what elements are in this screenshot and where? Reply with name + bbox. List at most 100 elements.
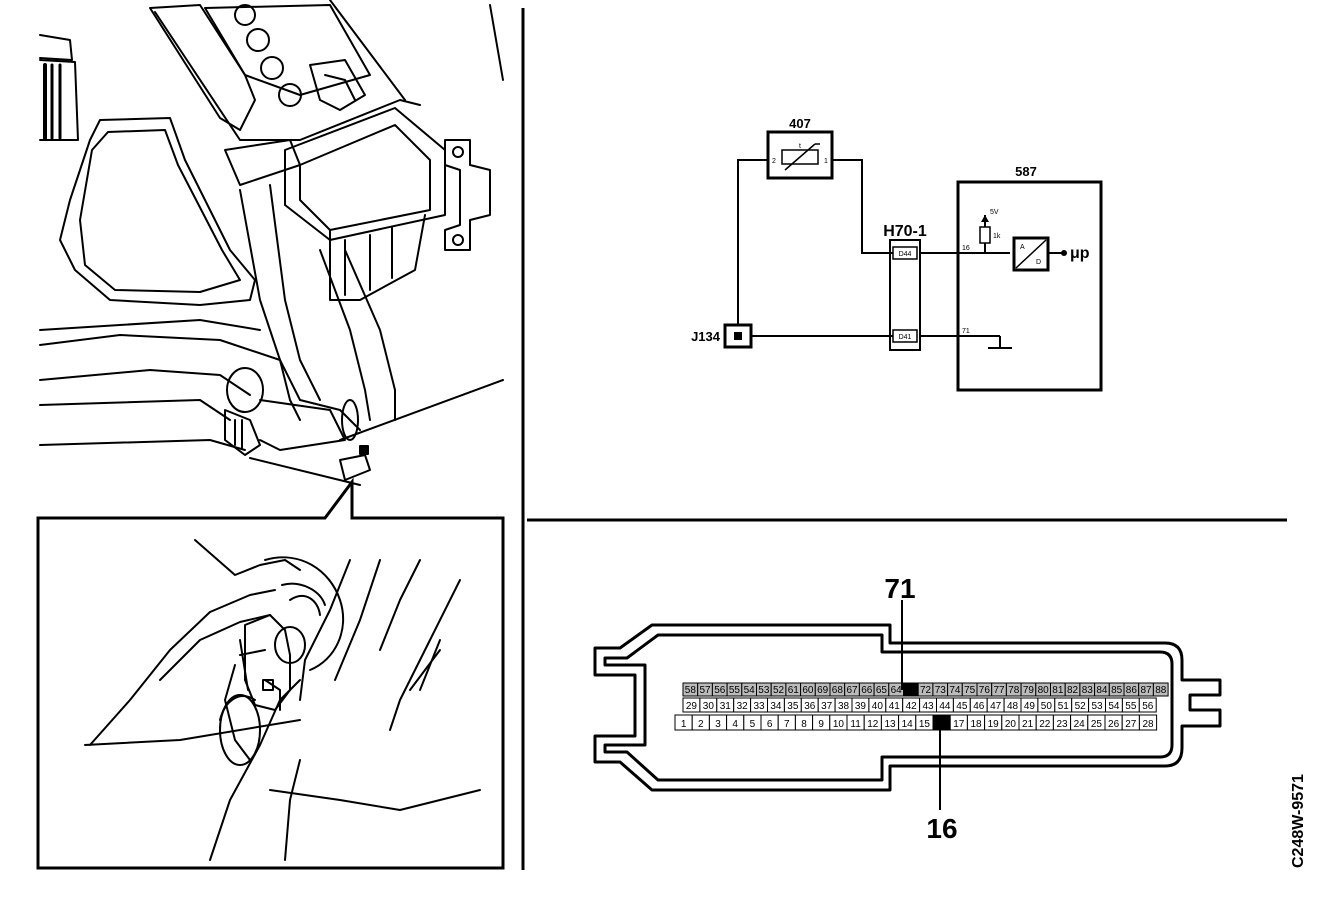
connector-pin-label-top-78: 78 — [1008, 685, 1020, 696]
ecu-pin-16: 16 — [962, 245, 970, 252]
connector-pin-label-top-81: 81 — [1052, 685, 1064, 696]
connector-pin-label-top-80: 80 — [1038, 685, 1050, 696]
connector-pin-label-bottom-13: 13 — [884, 719, 896, 730]
connector-pin-label-top-57: 57 — [699, 685, 711, 696]
detail-inset-sketch — [84, 539, 481, 861]
connector-pin-label-bottom-28: 28 — [1142, 719, 1154, 730]
connector-pin-label-middle-32: 32 — [737, 701, 749, 712]
ground-point-j134: J134 — [691, 323, 753, 349]
connector-pin-label-bottom-5: 5 — [750, 719, 756, 730]
connector-pin-label-middle-54: 54 — [1108, 701, 1120, 712]
connector-pin-label-top-72: 72 — [920, 685, 932, 696]
connector-pin-label-bottom-2: 2 — [698, 719, 704, 730]
connector-pin-label-top-71: 71 — [905, 685, 917, 696]
connector-pin-label-top-87: 87 — [1140, 685, 1152, 696]
connector-pin-label-middle-50: 50 — [1041, 701, 1053, 712]
ecu-587-label: 587 — [1015, 164, 1037, 179]
connector-h70-label: H70-1 — [883, 223, 927, 240]
connector-pin-label-top-83: 83 — [1082, 685, 1094, 696]
connector-pin-label-top-76: 76 — [979, 685, 991, 696]
microprocessor-label: μp — [1070, 245, 1090, 262]
connector-pin-label-top-73: 73 — [935, 685, 947, 696]
connector-pin-label-middle-37: 37 — [821, 701, 833, 712]
connector-pin-label-bottom-21: 21 — [1022, 719, 1034, 730]
connector-pin-label-bottom-12: 12 — [867, 719, 879, 730]
connector-pin-label-middle-45: 45 — [956, 701, 968, 712]
connector-pin-label-top-67: 67 — [846, 685, 858, 696]
connector-pin-label-bottom-20: 20 — [1005, 719, 1017, 730]
sensor-407: 407 2 1 t — [766, 116, 834, 180]
connector-pin-label-bottom-9: 9 — [818, 719, 824, 730]
h70-pin-lower: D41 — [899, 334, 912, 341]
connector-pin-label-top-75: 75 — [964, 685, 976, 696]
connector-pin-label-top-88: 88 — [1155, 685, 1167, 696]
connector-pin-label-middle-38: 38 — [838, 701, 850, 712]
connector-housing — [593, 623, 1222, 792]
connector-pin-middle-56 — [1138, 697, 1157, 713]
connector-pin-label-middle-51: 51 — [1058, 701, 1070, 712]
connector-pin-label-bottom-8: 8 — [801, 719, 807, 730]
connector-pin-label-top-65: 65 — [876, 685, 888, 696]
callout-16: 16 — [926, 813, 957, 844]
figure-code: C248W-9571 — [1290, 774, 1307, 868]
connector-pin-label-bottom-10: 10 — [833, 719, 845, 730]
connector-pin-label-bottom-23: 23 — [1056, 719, 1068, 730]
connector-pin-bottom-28 — [1138, 714, 1158, 731]
sensor-pin-2: 2 — [772, 158, 776, 165]
connector-pin-label-bottom-15: 15 — [919, 719, 931, 730]
connector-pin-label-top-66: 66 — [861, 685, 873, 696]
pullup-resistor-label: 1k — [993, 233, 1001, 240]
connector-pin-label-middle-48: 48 — [1007, 701, 1019, 712]
ecu-587: 587 5V 1k 16 71 A D μp — [956, 164, 1103, 392]
connector-pin-label-top-84: 84 — [1096, 685, 1108, 696]
connector-pin-label-top-68: 68 — [832, 685, 844, 696]
connector-pin-label-middle-42: 42 — [906, 701, 918, 712]
adc-label-a: A — [1020, 244, 1025, 251]
connector-pin-label-middle-31: 31 — [720, 701, 732, 712]
connector-pin-label-bottom-25: 25 — [1091, 719, 1103, 730]
connector-pin-label-middle-35: 35 — [787, 701, 799, 712]
connector-pin-label-bottom-26: 26 — [1108, 719, 1120, 730]
connector-pin-label-middle-29: 29 — [686, 701, 698, 712]
connector-pin-label-top-64: 64 — [891, 685, 903, 696]
connector-pin-label-bottom-7: 7 — [784, 719, 790, 730]
connector-pin-label-bottom-27: 27 — [1125, 719, 1137, 730]
connector-pin-label-top-60: 60 — [802, 685, 814, 696]
connector-pin-label-middle-41: 41 — [889, 701, 901, 712]
connector-pin-label-top-54: 54 — [744, 685, 756, 696]
detail-inset — [36, 477, 505, 870]
connector-pin-label-middle-52: 52 — [1075, 701, 1087, 712]
connector-pin-label-middle-46: 46 — [973, 701, 985, 712]
connector-pin-label-top-79: 79 — [1023, 685, 1035, 696]
sensor-ntc-symbol: t — [799, 143, 801, 150]
connector-pin-label-top-55: 55 — [729, 685, 741, 696]
connector-pin-label-middle-33: 33 — [753, 701, 765, 712]
connector-pin-label-middle-47: 47 — [990, 701, 1002, 712]
connector-pin-label-top-69: 69 — [817, 685, 829, 696]
connector-pin-label-bottom-19: 19 — [988, 719, 1000, 730]
connector-pin-label-bottom-17: 17 — [953, 719, 965, 730]
connector-pin-label-top-52: 52 — [773, 685, 785, 696]
connector-pin-label-top-53: 53 — [758, 685, 770, 696]
connector-pin-label-bottom-11: 11 — [850, 719, 861, 730]
supply-voltage-label: 5V — [990, 209, 999, 216]
connector-pin-label-bottom-18: 18 — [970, 719, 982, 730]
connector-pin-label-middle-44: 44 — [939, 701, 951, 712]
connector-pin-label-top-82: 82 — [1067, 685, 1079, 696]
connector-pin-label-bottom-14: 14 — [902, 719, 914, 730]
connector-pin-label-middle-49: 49 — [1024, 701, 1036, 712]
connector-pin-label-bottom-6: 6 — [767, 719, 773, 730]
connector-pin-label-middle-39: 39 — [855, 701, 867, 712]
connector-pin-label-bottom-16: 16 — [936, 719, 948, 730]
sensor-pin-1: 1 — [824, 158, 828, 165]
connector-pin-label-top-85: 85 — [1111, 685, 1123, 696]
connector-pin-label-top-86: 86 — [1126, 685, 1138, 696]
connector-pin-top-88 — [1152, 682, 1169, 697]
connector-h70-1: H70-1 D44 D41 — [883, 223, 927, 351]
callout-71: 71 — [884, 573, 915, 604]
sensor-407-label: 407 — [789, 116, 811, 131]
ground-point-label: J134 — [691, 329, 721, 344]
